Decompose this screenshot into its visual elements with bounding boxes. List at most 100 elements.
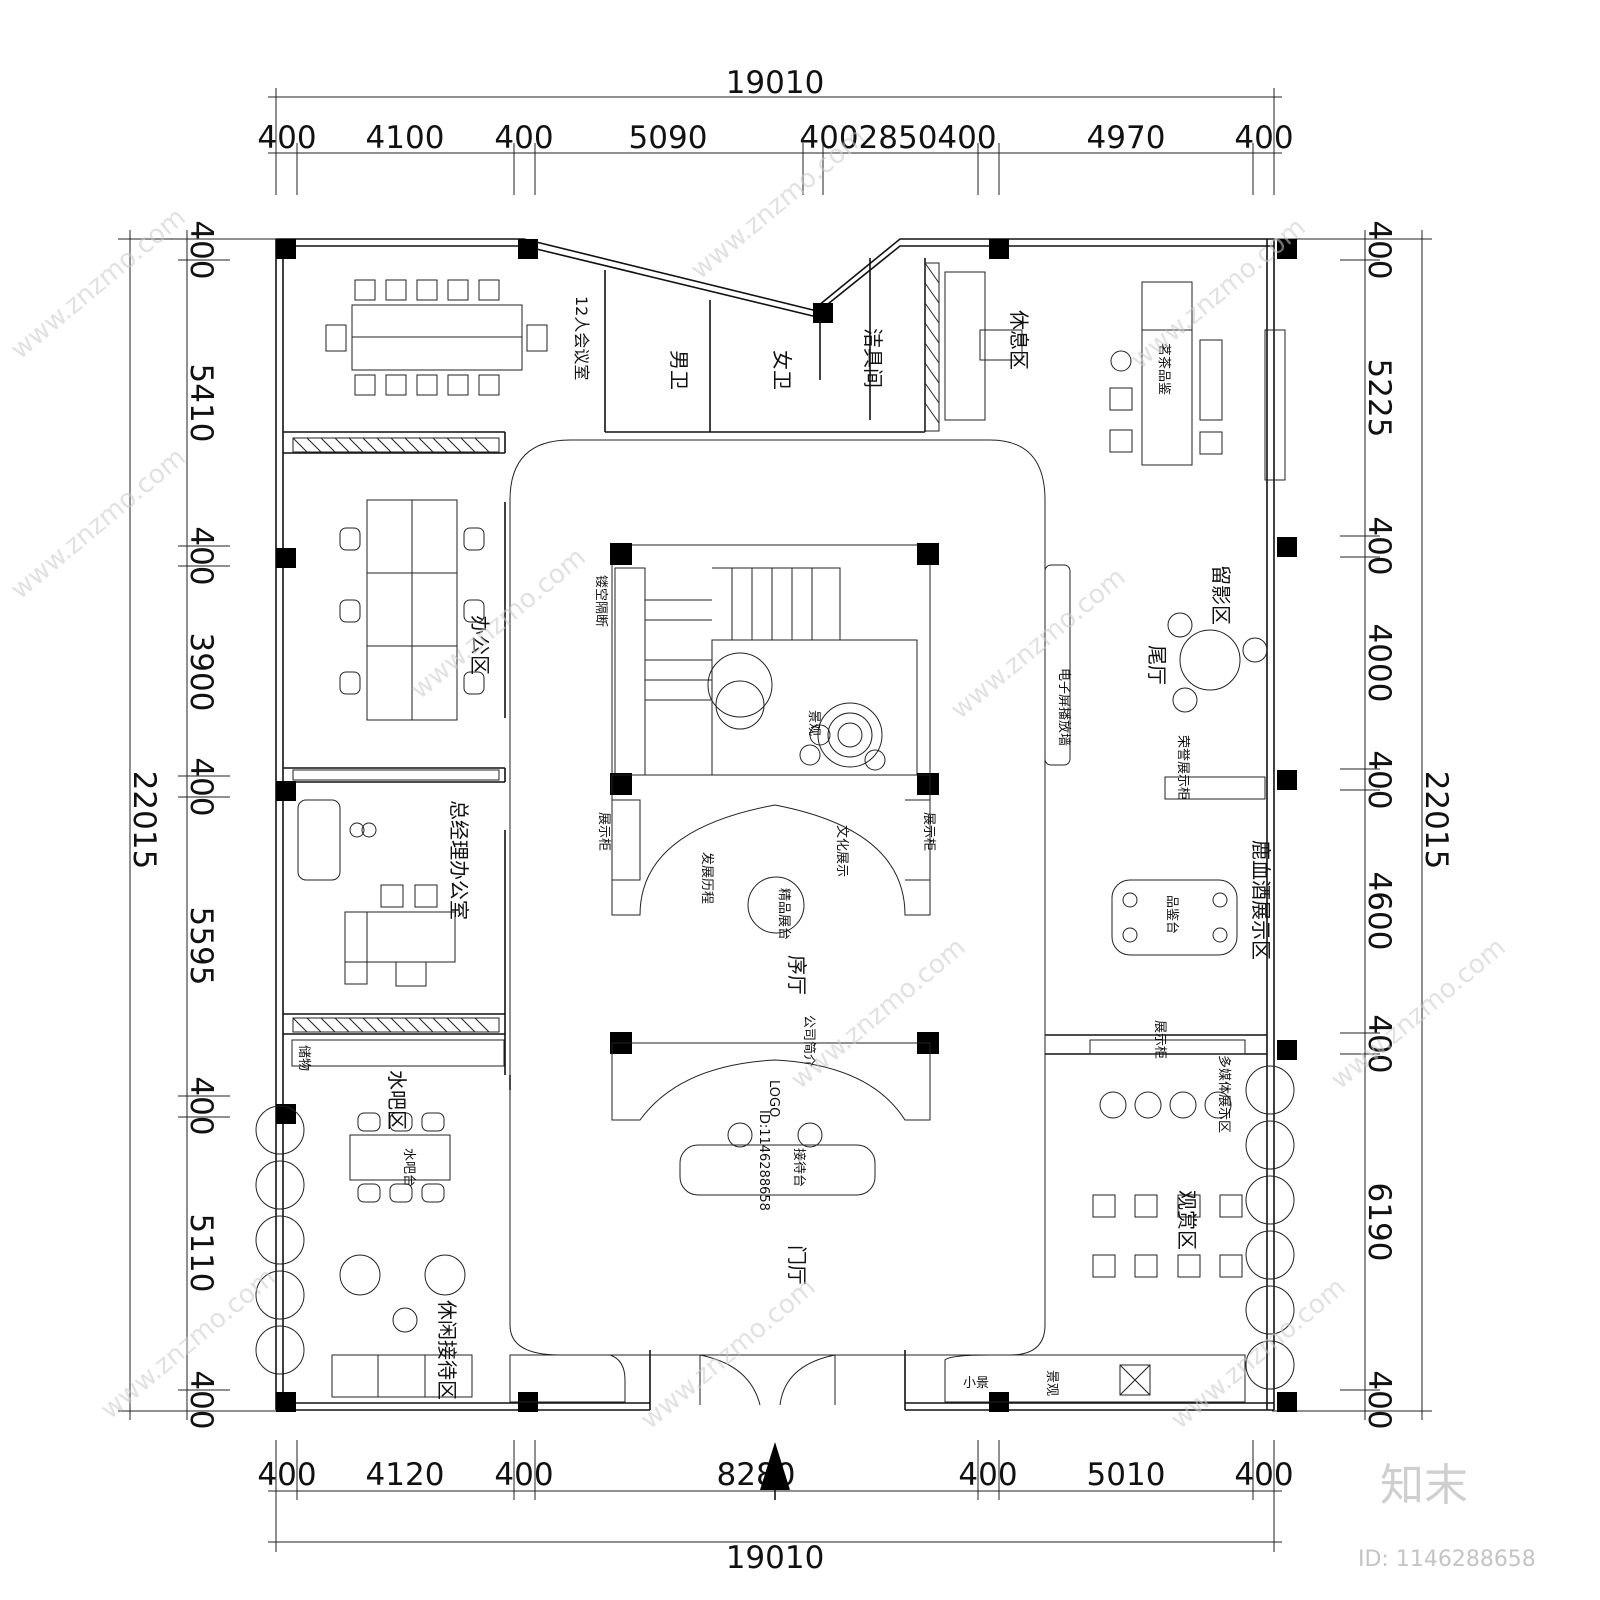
- label-multimedia: 多媒体展示区: [1216, 1055, 1232, 1133]
- watermark-text: www.znzmo.com: [1125, 212, 1311, 375]
- dim-top-seg-3: 400: [494, 120, 553, 156]
- dim-right-seg-8: 6190: [1361, 1183, 1397, 1262]
- right-furniture: [509, 271, 1286, 1403]
- column: [917, 543, 939, 565]
- column: [276, 239, 296, 259]
- watermark-text: www.znzmo.com: [5, 202, 191, 365]
- dim-right-total: 22015: [1418, 771, 1454, 870]
- column: [1277, 537, 1297, 557]
- entrance-arrow-icon: [760, 1442, 790, 1500]
- bottom-dimensions: 400 4120 400 8280 400 5010 400 19010: [257, 1440, 1294, 1576]
- column: [610, 543, 632, 565]
- label-photo-area: 留影区: [1209, 565, 1233, 625]
- dim-right-seg-4: 4000: [1361, 624, 1397, 703]
- column: [917, 773, 939, 795]
- label-boutique-table: 精品展台: [776, 888, 791, 940]
- dim-right-seg-6: 4600: [1361, 872, 1397, 951]
- watermark-text: www.znzmo.com: [945, 562, 1131, 725]
- dim-left-seg-5: 400: [183, 757, 219, 816]
- watermark-text: www.znzmo.com: [685, 122, 871, 285]
- dim-left-seg-6: 5595: [183, 907, 219, 986]
- label-locker: 储物: [296, 1045, 311, 1071]
- label-hollow-partition: 镂空隔断: [593, 575, 608, 627]
- watermark-text: www.znzmo.com: [1325, 932, 1511, 1095]
- label-history: 发展历程: [699, 852, 715, 904]
- dim-right-seg-9: 400: [1361, 1370, 1397, 1429]
- meeting-furniture: [325, 279, 548, 396]
- column: [813, 303, 833, 323]
- column: [518, 239, 538, 259]
- dim-right-seg-7: 400: [1361, 1014, 1397, 1073]
- label-entrance-hall: 门厅: [785, 1245, 809, 1285]
- label-rest-area: 休息区: [1007, 310, 1031, 370]
- dim-top-seg-5: 4002850400: [799, 120, 996, 156]
- dim-left-seg-4: 3900: [183, 633, 219, 712]
- label-small-landscape: 小景: [963, 1376, 989, 1391]
- label-display-shelf-left: 展示柜: [596, 812, 611, 851]
- dim-top-seg-1: 400: [257, 120, 316, 156]
- column: [276, 1392, 296, 1412]
- gm-office-furniture: [297, 799, 456, 987]
- label-logo: LOGO: [766, 1080, 781, 1117]
- dim-bottom-total: 19010: [726, 1540, 825, 1576]
- label-deer-blood-wine: 鹿血酒展示区: [1249, 840, 1273, 960]
- column: [1277, 1392, 1297, 1412]
- dim-top-seg-4: 5090: [629, 120, 708, 156]
- dim-left-total: 22015: [126, 771, 162, 870]
- label-electronic-screen: 电子屏播放墙: [1056, 668, 1071, 746]
- label-honor-cabinet: 荣誉展示柜: [1175, 735, 1190, 800]
- dim-bottom-seg-5: 400: [958, 1457, 1017, 1493]
- column: [989, 239, 1009, 259]
- watermark-text: www.znzmo.com: [5, 442, 191, 605]
- dim-bottom-seg-7: 400: [1234, 1457, 1293, 1493]
- dim-left-seg-7: 400: [183, 1076, 219, 1135]
- dim-left-seg-9: 400: [183, 1370, 219, 1429]
- label-tea-tasting: 茗茶品鉴: [1156, 343, 1172, 395]
- central-feature: [610, 543, 939, 1196]
- columns: [276, 239, 1297, 1412]
- dim-right-seg-3: 400: [1361, 516, 1397, 575]
- left-planters: [255, 1105, 305, 1375]
- column: [610, 773, 632, 795]
- right-planters: [1245, 1065, 1295, 1390]
- label-janitor: 洁具间: [861, 328, 885, 388]
- column: [276, 548, 296, 568]
- dim-left-seg-1: 400: [183, 220, 219, 279]
- office-furniture: [339, 499, 485, 721]
- column: [1277, 239, 1297, 259]
- label-office: 办公区: [468, 615, 492, 675]
- label-water-bar: 水吧区: [385, 1070, 409, 1130]
- dim-top-seg-7: 400: [1234, 120, 1293, 156]
- dim-left-seg-3: 400: [183, 526, 219, 585]
- dim-right-seg-2: 5225: [1361, 359, 1397, 438]
- label-viewing-area: 观赏区: [1175, 1190, 1199, 1250]
- dim-top-total: 19010: [726, 65, 825, 101]
- label-mens-wc: 男卫: [667, 350, 691, 390]
- top-dimensions: 19010 400 4100 400 5090 4002850400 4970 …: [257, 65, 1294, 195]
- label-tasting-table: 品鉴台: [1164, 895, 1179, 934]
- label-water-bar-counter: 水吧台: [401, 1148, 416, 1187]
- entrance-doors: [699, 1354, 836, 1406]
- dim-bottom-seg-6: 5010: [1087, 1457, 1166, 1493]
- column: [276, 781, 296, 801]
- label-culture-display: 文化展示: [834, 825, 849, 877]
- label-reception: 接待台: [791, 1148, 807, 1187]
- left-dimensions: 22015 400 5410 400 3900 400 5595 400 511…: [118, 220, 278, 1430]
- dim-right-seg-5: 400: [1361, 750, 1397, 809]
- label-womens-wc: 女卫: [770, 350, 794, 390]
- label-display-cabinet: 展示柜: [1152, 1020, 1167, 1059]
- label-lounge: 休闲接待区: [435, 1300, 459, 1400]
- dim-bottom-seg-3: 400: [494, 1457, 553, 1493]
- watermark-text: www.znzmo.com: [785, 932, 971, 1095]
- label-display-shelf-right: 展示柜: [921, 812, 936, 851]
- dim-top-seg-6: 4970: [1087, 120, 1166, 156]
- dim-left-seg-8: 5110: [183, 1214, 219, 1293]
- label-landscape-right: 景观: [1044, 1370, 1059, 1396]
- dim-bottom-seg-2: 4120: [366, 1457, 445, 1493]
- label-code: ID:1146288658: [756, 1110, 771, 1211]
- right-dimensions: 22015 400 5225 400 4000 400 4600 400 619…: [1272, 220, 1454, 1430]
- watermark-id: ID: 1146288658: [1358, 1547, 1536, 1572]
- label-company-intro: 公司简介: [801, 1015, 817, 1067]
- label-tail-hall: 尾厅: [1145, 645, 1169, 685]
